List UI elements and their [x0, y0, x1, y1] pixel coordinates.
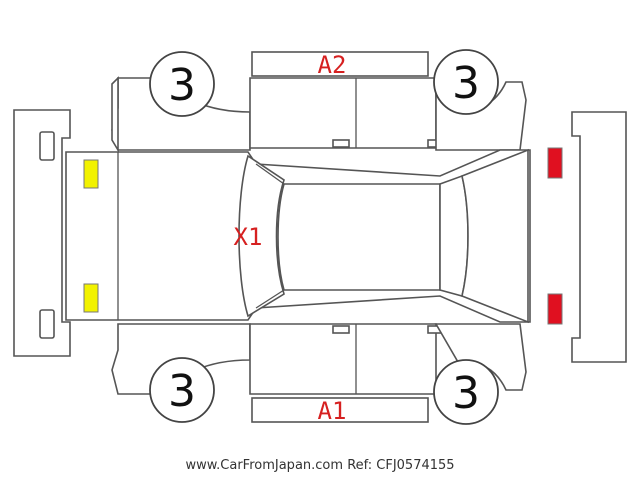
tire-grade-rear-right: 3 [452, 368, 480, 419]
footer-watermark: www.CarFromJapan.com Ref: CFJ0574155 [0, 458, 640, 473]
wheel-rear-right: 3 [433, 359, 499, 425]
headlight-right [83, 283, 99, 313]
tire-grade-rear-left: 3 [452, 58, 480, 109]
taillight-left [547, 147, 563, 179]
taillight-right [547, 293, 563, 325]
damage-code-left-side: A2 [318, 51, 347, 79]
rear-bumper [571, 111, 627, 363]
front-bumper [13, 109, 71, 357]
car-body-top-view [65, 148, 531, 324]
footer-ref: Ref: CFJ0574155 [347, 458, 455, 473]
wheel-rear-left: 3 [433, 49, 499, 115]
wheel-front-right: 3 [149, 357, 215, 423]
footer-site: www.CarFromJapan.com [185, 458, 344, 473]
headlight-left [83, 159, 99, 189]
wheel-front-left: 3 [149, 51, 215, 117]
trunk-lid [461, 148, 529, 324]
tire-grade-front-left: 3 [168, 60, 196, 111]
windshield [238, 154, 285, 318]
roof [277, 183, 441, 291]
tire-grade-front-right: 3 [168, 366, 196, 417]
damage-code-right-side: A1 [318, 397, 347, 425]
damage-code-windshield: X1 [234, 223, 263, 251]
rear-window [439, 174, 469, 297]
